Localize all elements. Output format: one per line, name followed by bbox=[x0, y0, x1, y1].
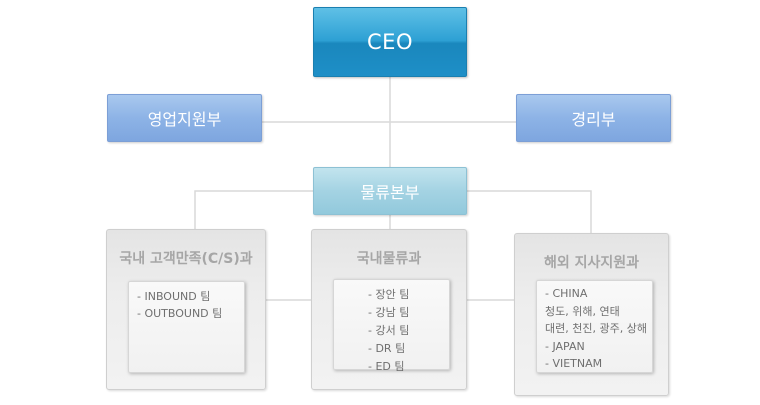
unit-item: 청도, 위해, 연태 bbox=[545, 304, 620, 318]
team-unit-list: - INBOUND 팀 - OUTBOUND 팀 bbox=[128, 281, 245, 373]
unit-item: - ED 팀 bbox=[368, 360, 405, 373]
team-domestic-cs: 국내 고객만족(C/S)과 - INBOUND 팀 - OUTBOUND 팀 bbox=[106, 229, 266, 390]
team-title: 해외 지사지원과 bbox=[543, 255, 640, 271]
logistics-division-label: 물류본부 bbox=[360, 183, 420, 202]
team-unit-list: - 장안 팀 - 강남 팀 - 강서 팀 - DR 팀 - ED 팀 bbox=[333, 279, 450, 373]
team-domestic-logistics: 국내물류과 - 장안 팀 - 강남 팀 - 강서 팀 - DR 팀 - ED 팀 bbox=[311, 229, 467, 390]
unit-item: - OUTBOUND 팀 bbox=[137, 307, 223, 320]
ceo-label: CEO bbox=[367, 30, 413, 54]
unit-item: - 강남 팀 bbox=[368, 306, 410, 319]
unit-item: - JAPAN bbox=[545, 339, 585, 353]
sales-support-dept-label: 영업지원부 bbox=[147, 110, 222, 129]
unit-item: - CHINA bbox=[545, 287, 588, 300]
accounting-dept-label: 경리부 bbox=[571, 110, 616, 129]
accounting-dept-box: 경리부 bbox=[516, 94, 671, 142]
unit-item: - 장안 팀 bbox=[368, 288, 410, 301]
team-overseas-branch-support: 해외 지사지원과 - CHINA 청도, 위해, 연태 대련, 천진, 광주, … bbox=[514, 233, 669, 396]
team-title: 국내 고객만족(C/S)과 bbox=[119, 251, 253, 267]
unit-item: 대련, 천진, 광주, 상해 bbox=[545, 322, 647, 335]
unit-item: - 강서 팀 bbox=[368, 324, 410, 337]
unit-item: - INBOUND 팀 bbox=[137, 290, 211, 303]
logistics-division-box: 물류본부 bbox=[313, 167, 467, 215]
team-unit-list: - CHINA 청도, 위해, 연태 대련, 천진, 광주, 상해 - JAPA… bbox=[536, 280, 653, 373]
sales-support-dept-box: 영업지원부 bbox=[107, 94, 262, 142]
unit-item: - VIETNAM bbox=[545, 357, 603, 370]
team-title: 국내물류과 bbox=[356, 251, 422, 267]
unit-item: - DR 팀 bbox=[368, 342, 406, 355]
ceo-box: CEO bbox=[313, 7, 467, 77]
